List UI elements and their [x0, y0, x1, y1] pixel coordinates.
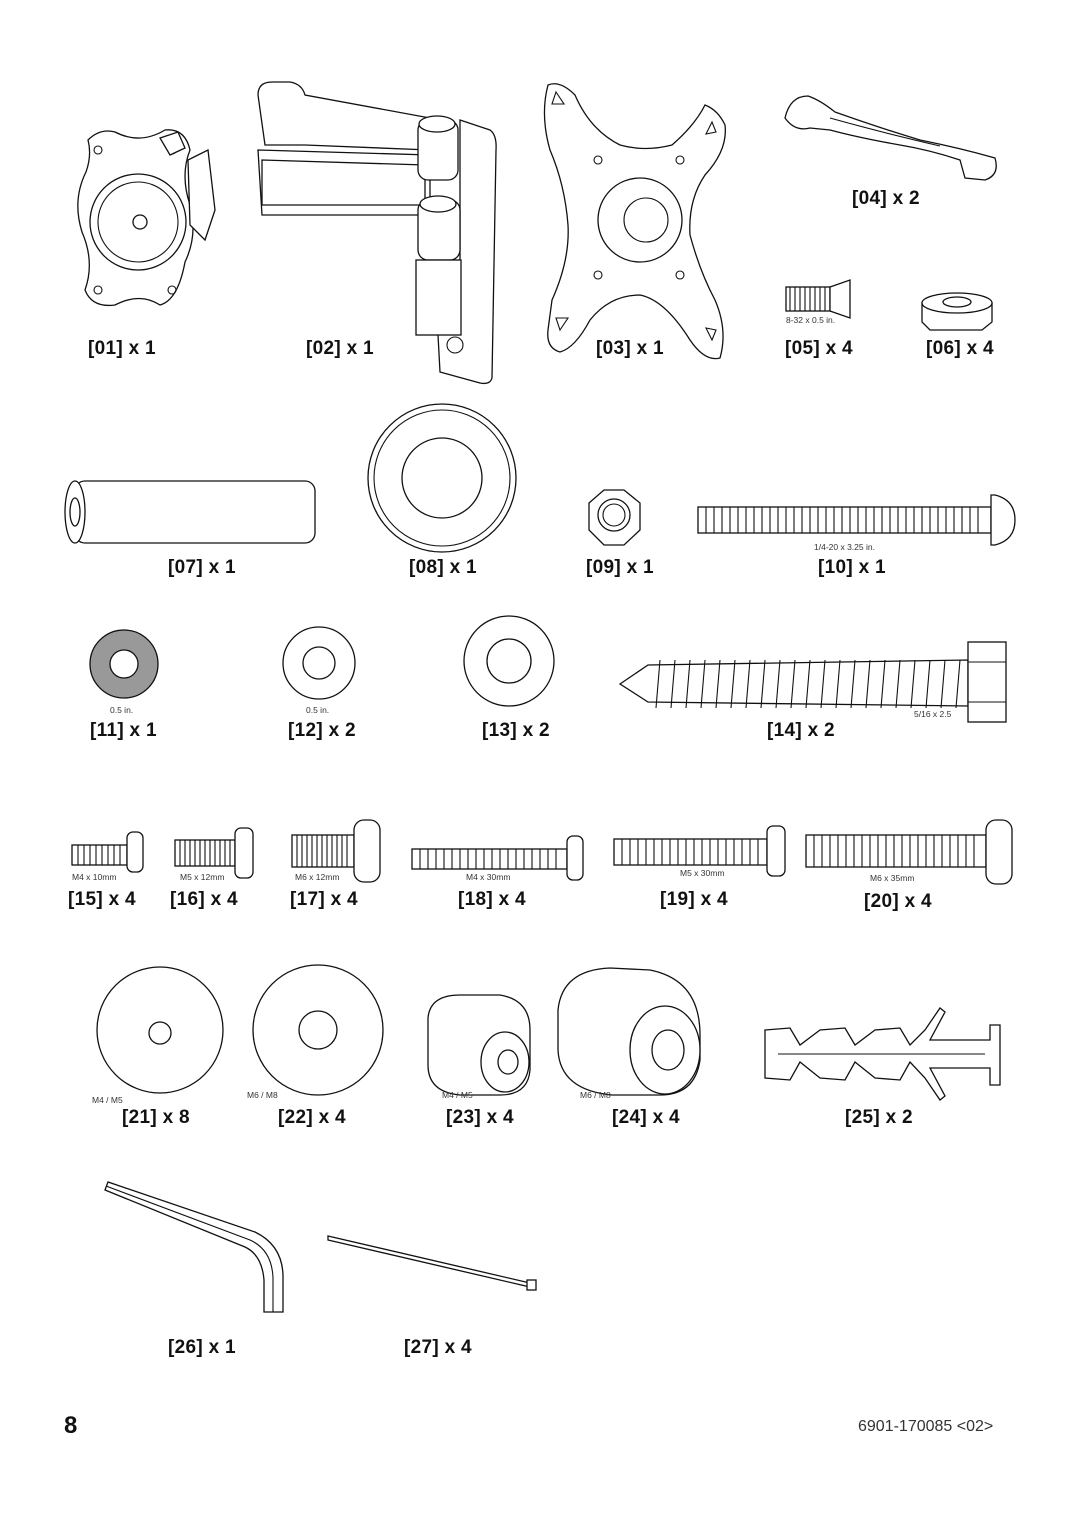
part-24-size: M6 / M8	[580, 1090, 611, 1100]
part-25-label: [25] x 2	[845, 1107, 913, 1128]
part-24-label: [24] x 4	[612, 1107, 680, 1128]
part-05-size: 8-32 x 0.5 in.	[786, 315, 836, 325]
part-07-spacer-tube-drawing	[64, 480, 316, 544]
part-11-label: [11] x 1	[90, 720, 157, 741]
part-27-cable-tie-drawing	[327, 1235, 537, 1291]
part-23-size: M4 / M5	[442, 1090, 473, 1100]
part-18-label: [18] x 4	[458, 889, 526, 910]
part-17-screw-drawing	[291, 819, 381, 883]
part-23-label: [23] x 4	[446, 1107, 514, 1128]
part-12-washer-drawing	[282, 626, 356, 700]
part-24-spacer-drawing	[557, 967, 701, 1096]
part-12-size: 0.5 in.	[306, 705, 330, 715]
part-01-tilt-bracket-drawing	[77, 129, 216, 307]
part-03-mounting-plate-drawing	[543, 83, 726, 360]
part-13-label: [13] x 2	[482, 720, 550, 741]
part-15-size: M4 x 10mm	[72, 872, 117, 882]
part-20-screw-drawing	[805, 819, 1013, 885]
part-04-cable-clip-drawing	[784, 95, 997, 181]
part-18-screw-drawing	[411, 835, 584, 881]
part-07-label: [07] x 1	[168, 557, 236, 578]
part-14-label: [14] x 2	[767, 720, 835, 741]
part-09-hex-nut-drawing	[588, 489, 641, 546]
part-11-size: 0.5 in.	[110, 705, 134, 715]
part-21-size: M4 / M5	[92, 1095, 123, 1105]
part-15-screw-drawing	[71, 831, 144, 873]
part-16-size: M5 x 12mm	[180, 872, 225, 882]
part-22-size: M6 / M8	[247, 1090, 278, 1100]
part-15-label: [15] x 4	[68, 889, 136, 910]
part-10-label: [10] x 1	[818, 557, 886, 578]
part-17-label: [17] x 4	[290, 889, 358, 910]
part-08-large-washer-drawing	[367, 403, 517, 553]
part-06-cap-nut-drawing	[921, 292, 993, 331]
part-04-label: [04] x 2	[852, 188, 920, 209]
part-16-label: [16] x 4	[170, 889, 238, 910]
part-12-label: [12] x 2	[288, 720, 356, 741]
part-23-spacer-drawing	[427, 994, 531, 1096]
part-25-wall-anchor-drawing	[764, 1007, 1001, 1101]
part-10-size: 1/4-20 x 3.25 in.	[814, 542, 875, 552]
part-02-swing-arm-drawing	[257, 81, 497, 385]
part-19-label: [19] x 4	[660, 889, 728, 910]
part-10-bolt-drawing	[697, 494, 1016, 546]
part-08-label: [08] x 1	[409, 557, 477, 578]
part-03-label: [03] x 1	[596, 338, 664, 359]
page-number: 8	[64, 1412, 78, 1439]
part-22-label: [22] x 4	[278, 1107, 346, 1128]
part-18-size: M4 x 30mm	[466, 872, 511, 882]
document-code: 6901-170085 <02>	[858, 1418, 994, 1435]
part-11-washer-drawing	[89, 629, 159, 699]
part-20-label: [20] x 4	[864, 891, 932, 912]
part-05-label: [05] x 4	[785, 338, 853, 359]
part-02-label: [02] x 1	[306, 338, 374, 359]
part-19-size: M5 x 30mm	[680, 868, 725, 878]
part-26-hex-key-drawing	[104, 1181, 284, 1313]
part-21-washer-drawing	[96, 966, 224, 1094]
part-14-size: 5/16 x 2.5	[914, 709, 952, 719]
part-26-label: [26] x 1	[168, 1337, 236, 1358]
part-13-washer-drawing	[463, 615, 555, 707]
part-05-screw-drawing	[785, 279, 851, 319]
part-27-label: [27] x 4	[404, 1337, 472, 1358]
part-21-label: [21] x 8	[122, 1107, 190, 1128]
part-19-screw-drawing	[613, 825, 786, 877]
part-20-size: M6 x 35mm	[870, 873, 915, 883]
part-01-label: [01] x 1	[88, 338, 156, 359]
part-09-label: [09] x 1	[586, 557, 654, 578]
part-17-size: M6 x 12mm	[295, 872, 340, 882]
part-16-screw-drawing	[174, 827, 254, 879]
part-22-washer-drawing	[252, 964, 384, 1096]
part-14-lag-screw-drawing	[618, 641, 1007, 723]
part-06-label: [06] x 4	[926, 338, 994, 359]
